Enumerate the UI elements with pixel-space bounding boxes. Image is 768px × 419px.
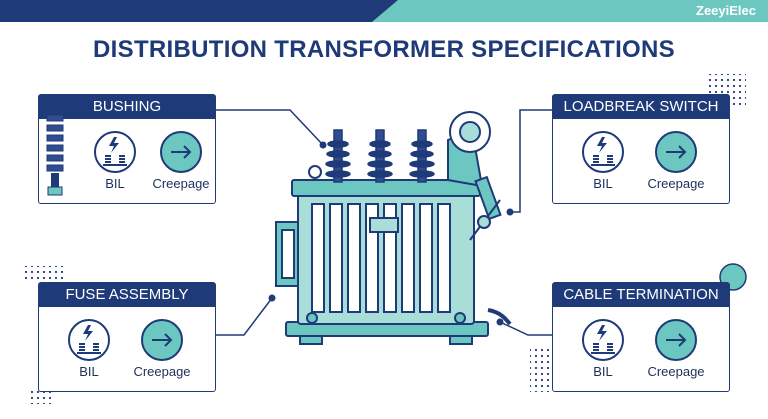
bushing-insulator-icon	[46, 97, 64, 196]
connector-lines	[216, 109, 552, 336]
loadbreak-card: LOADBREAK SWITCH BIL Creepage	[552, 94, 730, 204]
fuse-creepage-stat: Creepage	[129, 319, 195, 379]
cable-card: CABLE TERMINATION BIL Creepage	[552, 282, 730, 392]
fuse-card-title: FUSE ASSEMBLY	[39, 283, 215, 307]
bushing-creepage-stat: Creepage	[149, 131, 213, 191]
cable-card-title: CABLE TERMINATION	[553, 283, 729, 307]
top-banner-teal	[372, 0, 768, 22]
arrow-right-icon	[141, 319, 183, 361]
dot-grid-left	[22, 266, 66, 280]
bil-icon	[68, 319, 110, 361]
brand-name: ZeeyiElec	[696, 3, 756, 18]
transformer-bushings	[325, 129, 435, 183]
arrow-right-icon	[655, 319, 697, 361]
page-title: DISTRIBUTION TRANSFORMER SPECIFICATIONS	[93, 36, 675, 63]
dot-grid-bottom-left	[28, 390, 54, 404]
loadbreak-bil-label: BIL	[593, 176, 613, 191]
fuse-bil-label: BIL	[79, 364, 99, 379]
top-banner: ZeeyiElec	[0, 0, 768, 22]
cable-bil-label: BIL	[593, 364, 613, 379]
cable-creepage-label: Creepage	[647, 364, 705, 379]
top-banner-navy	[0, 0, 400, 22]
bushing-card: BUSHING BIL Creepage	[38, 94, 216, 204]
bushing-bil-stat: BIL	[85, 131, 145, 191]
fuse-card: FUSE ASSEMBLY BIL Creepage	[38, 282, 216, 392]
loadbreak-card-title: LOADBREAK SWITCH	[553, 95, 729, 119]
bil-icon	[94, 131, 136, 173]
loadbreak-bil-stat: BIL	[573, 131, 633, 191]
bil-icon	[582, 131, 624, 173]
fuse-creepage-label: Creepage	[133, 364, 191, 379]
bushing-creepage-label: Creepage	[152, 176, 210, 191]
arrow-right-icon	[160, 131, 202, 173]
arrow-right-icon	[655, 131, 697, 173]
dot-grid-bottom	[530, 348, 550, 392]
cable-bil-stat: BIL	[573, 319, 633, 379]
loadbreak-creepage-stat: Creepage	[643, 131, 709, 191]
loadbreak-creepage-label: Creepage	[647, 176, 705, 191]
transformer-body	[275, 111, 512, 345]
fuse-bil-stat: BIL	[59, 319, 119, 379]
cable-creepage-stat: Creepage	[643, 319, 709, 379]
bushing-card-title: BUSHING	[39, 95, 215, 119]
bil-icon	[582, 319, 624, 361]
bushing-bil-label: BIL	[105, 176, 125, 191]
